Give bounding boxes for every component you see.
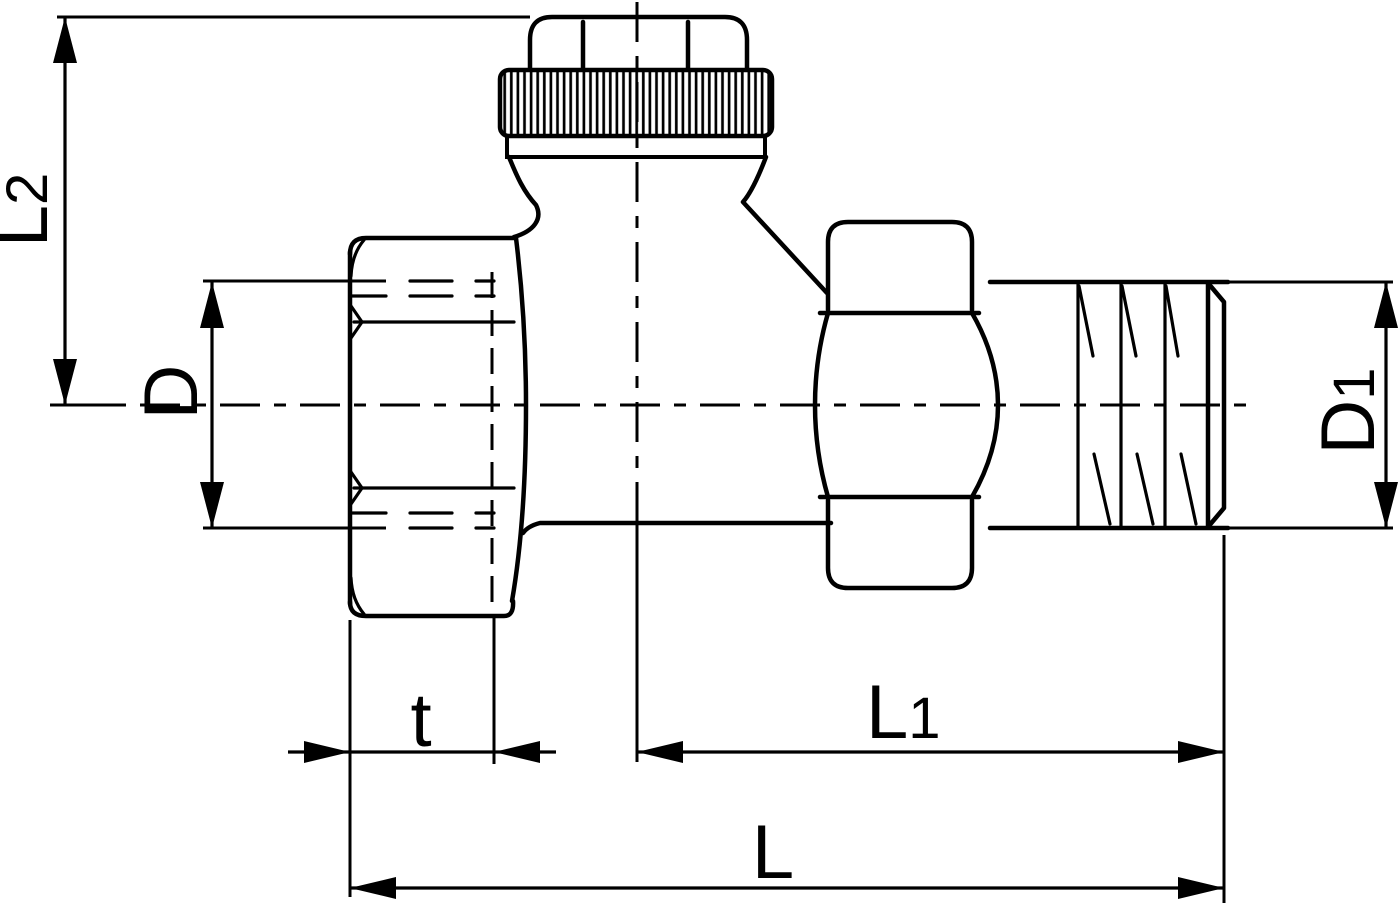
dimension-d1: D1: [1228, 280, 1398, 530]
l2-label: L2: [0, 173, 64, 248]
l1-arrow-left: [637, 741, 683, 763]
valve-body: [347, 154, 834, 619]
l-label: L: [752, 810, 794, 895]
female-thread-top-lines: [350, 279, 496, 298]
l2-arrow-up: [53, 17, 77, 63]
body-left-flare: [506, 154, 541, 240]
l2-arrow-down: [53, 359, 77, 405]
dimension-l1: L1: [635, 523, 1226, 903]
l-arrow-left: [350, 877, 396, 899]
t-arrow-right-outside: [494, 741, 540, 763]
d1-arrow-up: [1374, 282, 1398, 328]
outlet-pipe-bottom: [520, 520, 834, 536]
d-arrow-down: [200, 482, 224, 528]
body-right-flare: [740, 154, 830, 296]
dimension-t: t: [288, 616, 556, 897]
hex-top-edge: [347, 235, 517, 257]
t-label: t: [410, 678, 431, 763]
nut-bottom-band: [825, 497, 975, 591]
dimension-l2: L2: [0, 15, 530, 405]
l1-label: L1: [866, 670, 941, 755]
l-arrow-right: [1178, 877, 1224, 899]
d1-label: D1: [1306, 367, 1391, 454]
nut-facet-lines: [817, 310, 982, 500]
d1-arrow-down: [1374, 482, 1398, 528]
dimension-l: L: [350, 810, 1224, 899]
d-label: D: [129, 365, 214, 420]
centerlines: [50, 2, 1250, 523]
nut-top-band: [825, 219, 975, 313]
hex-facet-lines: [352, 320, 516, 490]
hex-right-edge: [509, 235, 529, 604]
d-arrow-up: [200, 282, 224, 328]
t-arrow-left-outside: [304, 741, 350, 763]
cap-facet-lines: [580, 19, 691, 73]
hex-bottom-edge: [347, 598, 516, 619]
dimension-d: D: [129, 279, 386, 530]
hex-corner-chamfers: [349, 238, 366, 616]
thread-slant-lines-bottom: [1092, 452, 1198, 526]
female-thread-bottom-lines: [350, 511, 496, 530]
thread-slant-lines-top: [1077, 284, 1180, 358]
l1-arrow-right: [1178, 741, 1224, 763]
